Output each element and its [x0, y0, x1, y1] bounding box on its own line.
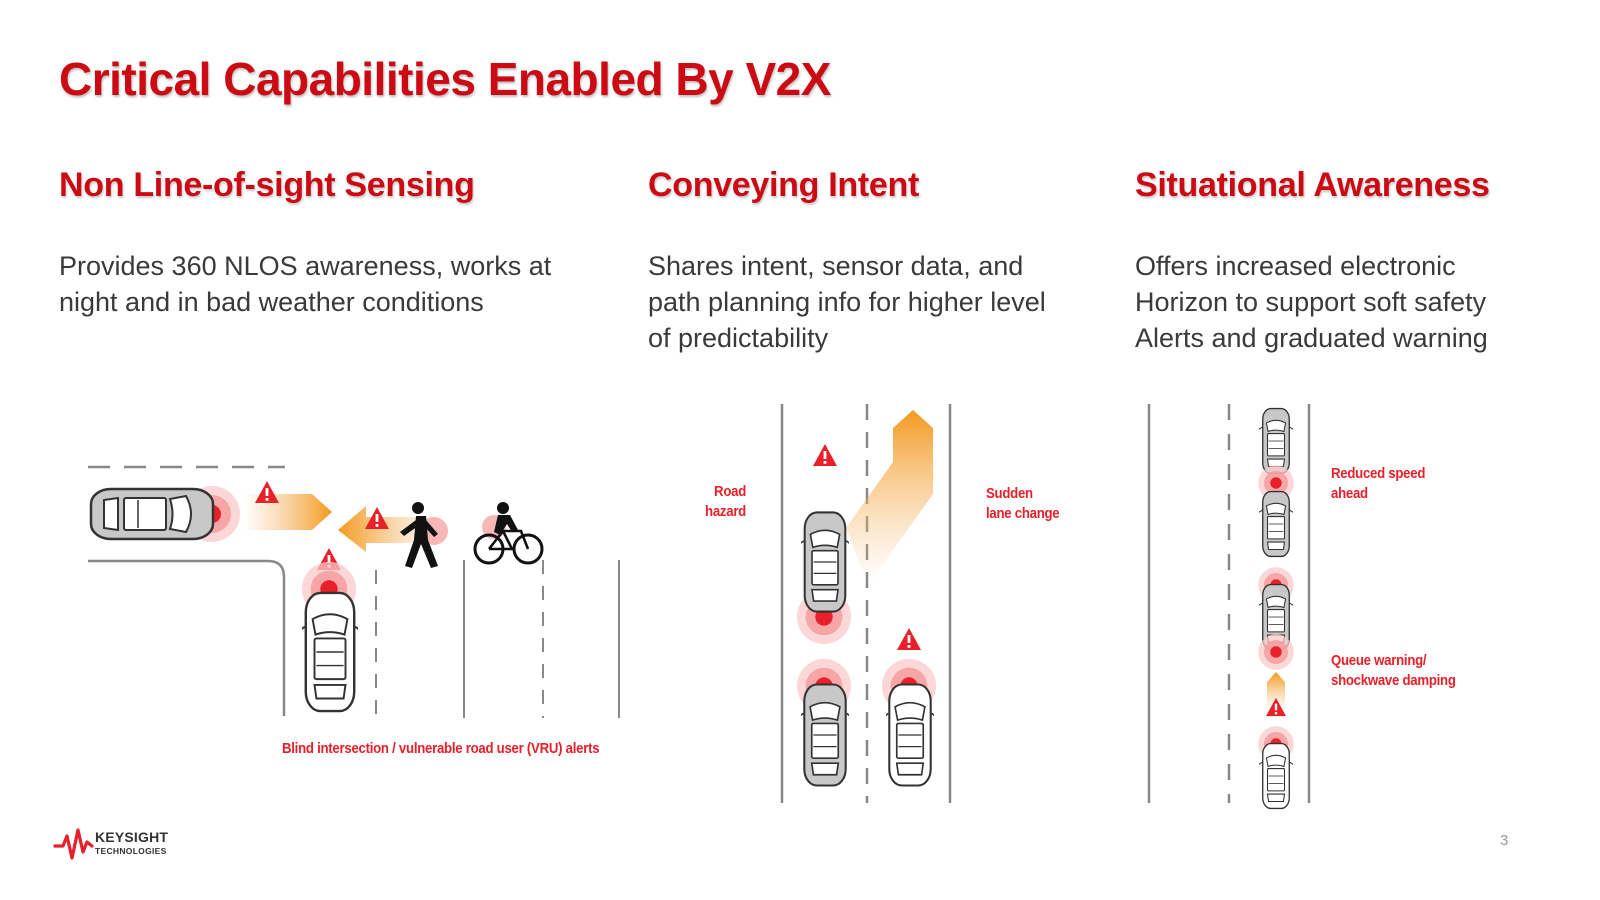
text-awareness-line: Horizon to support soft safety — [1135, 287, 1487, 317]
label-line: Queue warning/ — [1331, 652, 1427, 669]
label-line: Sudden — [986, 485, 1033, 502]
logo-subtitle: TECHNOLOGIES — [95, 846, 167, 856]
nlos-caption: Blind intersection / vulnerable road use… — [282, 740, 600, 757]
queue-warning-label: Queue warning/ shockwave damping — [1331, 651, 1456, 691]
heading-awareness: Situational Awareness — [1135, 166, 1490, 204]
keysight-logo-icon — [53, 828, 94, 860]
reduced-speed-label: Reduced speed ahead — [1331, 464, 1425, 504]
car-icon — [1259, 407, 1293, 475]
awareness-illustration — [1147, 404, 1311, 810]
label-line: Road — [714, 483, 746, 500]
text-nlos-line: Provides 360 NLOS awareness, works at — [59, 251, 552, 281]
text-awareness-line: Offers increased electronic — [1135, 251, 1456, 281]
car-icon — [886, 683, 934, 787]
car-icon — [801, 683, 849, 787]
lane-change-arrow-icon — [846, 410, 933, 585]
label-line: ahead — [1331, 485, 1368, 502]
road-hazard-label: Road hazard — [688, 482, 746, 522]
label-line: hazard — [705, 503, 746, 520]
text-awareness: Offers increased electronic Horizon to s… — [1135, 248, 1488, 356]
text-nlos: Provides 360 NLOS awareness, works at ni… — [59, 248, 551, 320]
pedestrian-icon — [400, 502, 448, 568]
text-awareness-line: Alerts and graduated warning — [1135, 323, 1488, 353]
warning-icon — [813, 444, 837, 466]
label-line: shockwave damping — [1331, 672, 1456, 689]
intent-illustration — [780, 404, 952, 803]
arrow-up-icon — [1267, 672, 1285, 712]
car-icon — [801, 511, 849, 613]
text-intent: Shares intent, sensor data, and path pla… — [648, 248, 1046, 356]
lane-change-label: Sudden lane change — [986, 484, 1060, 524]
label-line: lane change — [986, 505, 1060, 522]
label-line: Reduced speed — [1331, 465, 1426, 482]
page-number: 3 — [1500, 832, 1509, 849]
car-icon — [1259, 490, 1293, 558]
nlos-illustration — [88, 465, 620, 718]
car-icon — [89, 487, 215, 541]
car-icon — [302, 591, 358, 713]
arrow-right-icon — [243, 494, 332, 530]
cyclist-icon — [473, 502, 544, 565]
logo-name: KEYSIGHT — [95, 829, 169, 845]
slide-title: Critical Capabilities Enabled By V2X — [59, 53, 831, 105]
road-curb — [88, 559, 286, 716]
car-icon — [1259, 742, 1293, 810]
warning-icon — [255, 481, 279, 503]
text-intent-line: path planning info for higher level — [648, 287, 1046, 317]
text-intent-line: Shares intent, sensor data, and — [648, 251, 1024, 281]
v2x-signal-icon — [1258, 634, 1294, 670]
text-intent-line: of predictability — [648, 323, 829, 353]
heading-nlos: Non Line-of-sight Sensing — [59, 166, 475, 204]
heading-intent: Conveying Intent — [648, 166, 919, 204]
text-nlos-line: night and in bad weather conditions — [59, 287, 484, 317]
warning-icon — [897, 628, 921, 650]
